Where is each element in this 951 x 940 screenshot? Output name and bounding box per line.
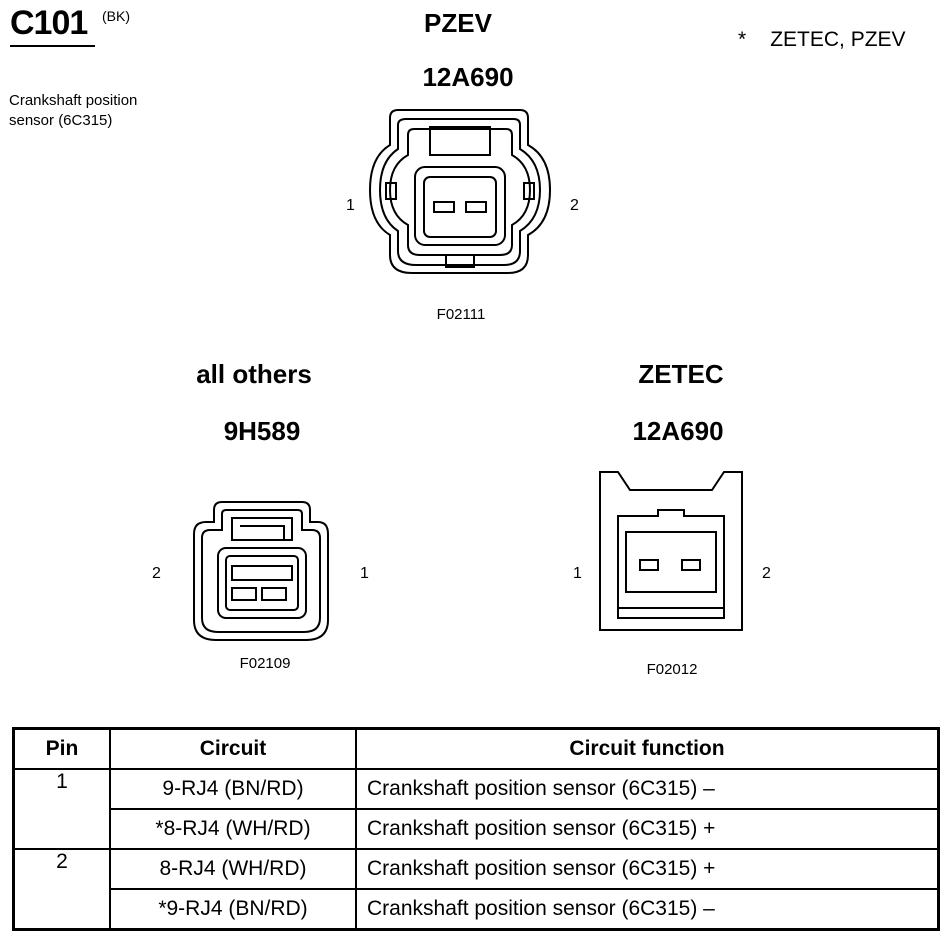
pin-cell: 2 [12,848,111,931]
circuit-cell: 8-RJ4 (WH/RD) [109,848,357,890]
legend-mark: * [738,28,747,51]
table-row: *9-RJ4 (BN/RD) Crankshaft position senso… [14,888,940,931]
function-cell: Crankshaft position sensor (6C315) + [355,848,940,890]
circuit-cell: 9-RJ4 (BN/RD) [109,768,357,810]
connector-description: Crankshaft position sensor (6C315) [9,91,137,131]
view-pzev-pin-right: 2 [570,197,579,214]
header-pin: Pin [12,727,111,770]
function-cell: Crankshaft position sensor (6C315) – [355,888,940,931]
view-pzev-variant: PZEV [424,8,492,38]
view-all-others-pin-left: 2 [152,565,161,582]
circuit-cell: *9-RJ4 (BN/RD) [109,888,357,931]
table-row: 1 9-RJ4 (BN/RD) Crankshaft position sens… [12,768,940,850]
view-pzev-part: 12A690 [422,62,514,92]
connector-color: (BK) [102,8,130,24]
view-all-others-variant: all others [196,359,312,389]
all-others-connector-face-drawing [193,501,329,641]
view-all-others-figure-code: F02109 [239,655,291,672]
zetec-connector-face-drawing [599,471,743,631]
description-line-2: sensor (6C315) [9,112,113,129]
legend-text: ZETEC, PZEV [770,28,906,51]
view-zetec-pin-right: 2 [762,565,771,582]
header-circuit-function: Circuit function [355,727,940,770]
connector-id-underline [10,45,95,47]
table-row: *8-RJ4 (WH/RD) Crankshaft position senso… [14,808,940,850]
header-circuit: Circuit [109,727,357,770]
pin-table: Pin Circuit Circuit function 1 9-RJ4 (BN… [12,727,940,931]
view-all-others-pin-right: 1 [360,565,369,582]
view-zetec-variant: ZETEC [638,359,724,389]
view-pzev-pin-left: 1 [346,197,355,214]
pzev-connector-face-drawing [368,109,552,274]
function-cell: Crankshaft position sensor (6C315) – [355,768,940,810]
description-line-1: Crankshaft position [9,92,138,109]
table-row: 2 8-RJ4 (WH/RD) Crankshaft position sens… [12,848,940,931]
view-zetec-part: 12A690 [632,416,724,446]
table-header-row: Pin Circuit Circuit function [12,727,940,770]
legend: * ZETEC, PZEV [738,28,906,52]
pin-cell: 1 [12,768,111,850]
circuit-cell: *8-RJ4 (WH/RD) [109,808,357,850]
connector-id: C101 [10,4,88,42]
function-cell: Crankshaft position sensor (6C315) + [355,808,940,850]
view-zetec-pin-left: 1 [573,565,582,582]
view-zetec-figure-code: F02012 [646,661,698,678]
view-pzev-figure-code: F02111 [436,306,486,323]
view-all-others-part: 9H589 [223,416,301,446]
